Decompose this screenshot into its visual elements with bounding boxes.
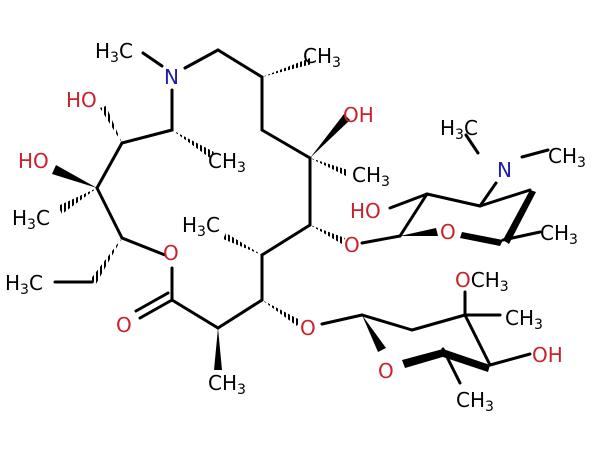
atom-labels: H3C N CH3 HO HO CH3 H3C H3C O O CH3 H3C … bbox=[5, 39, 586, 415]
label-o-cladinose-link: O bbox=[300, 316, 316, 340]
label-desosamine-ch3: CH3 bbox=[540, 221, 578, 248]
label-ch3-c6: CH3 bbox=[352, 163, 390, 190]
stereo-bonds bbox=[52, 58, 350, 370]
label-ch3-ethyl: H3C bbox=[5, 271, 43, 298]
label-oh-c6: OH bbox=[343, 103, 374, 127]
label-ch3-c4: H3C bbox=[182, 213, 220, 240]
label-desosamine-nme-right: CH3 bbox=[548, 144, 586, 171]
cladinose-bonds bbox=[320, 290, 532, 385]
label-o-desosamine-link: O bbox=[344, 233, 360, 257]
macrocycle-bonds bbox=[53, 48, 312, 330]
label-o-carbonyl: O bbox=[116, 313, 132, 337]
label-desosamine-oh: HO bbox=[350, 199, 381, 223]
label-ch3-c2: CH3 bbox=[208, 371, 246, 398]
label-oh-c12: HO bbox=[18, 149, 49, 173]
label-cladinose-oh: OH bbox=[532, 343, 563, 367]
label-ch3-c12: H3C bbox=[12, 206, 50, 233]
desosamine-bonds bbox=[360, 133, 550, 246]
label-cladinose-och3: OCH3 bbox=[455, 268, 509, 295]
label-cladinose-ch3-bottom: CH3 bbox=[456, 388, 494, 415]
label-nme-macro: H3C bbox=[95, 39, 133, 66]
label-oh-c11: HO bbox=[66, 88, 97, 112]
label-desosamine-ring-o: O bbox=[440, 220, 456, 244]
label-desosamine-nme-left: H3C bbox=[440, 116, 478, 143]
label-ch3-c10: CH3 bbox=[208, 149, 246, 176]
label-cladinose-ch3: CH3 bbox=[505, 306, 543, 333]
label-o-ring: O bbox=[163, 241, 179, 265]
label-n-macro: N bbox=[164, 65, 179, 89]
label-ch3-top: CH3 bbox=[303, 44, 341, 71]
label-desosamine-n: N bbox=[497, 158, 512, 182]
label-cladinose-ring-o: O bbox=[378, 359, 394, 383]
